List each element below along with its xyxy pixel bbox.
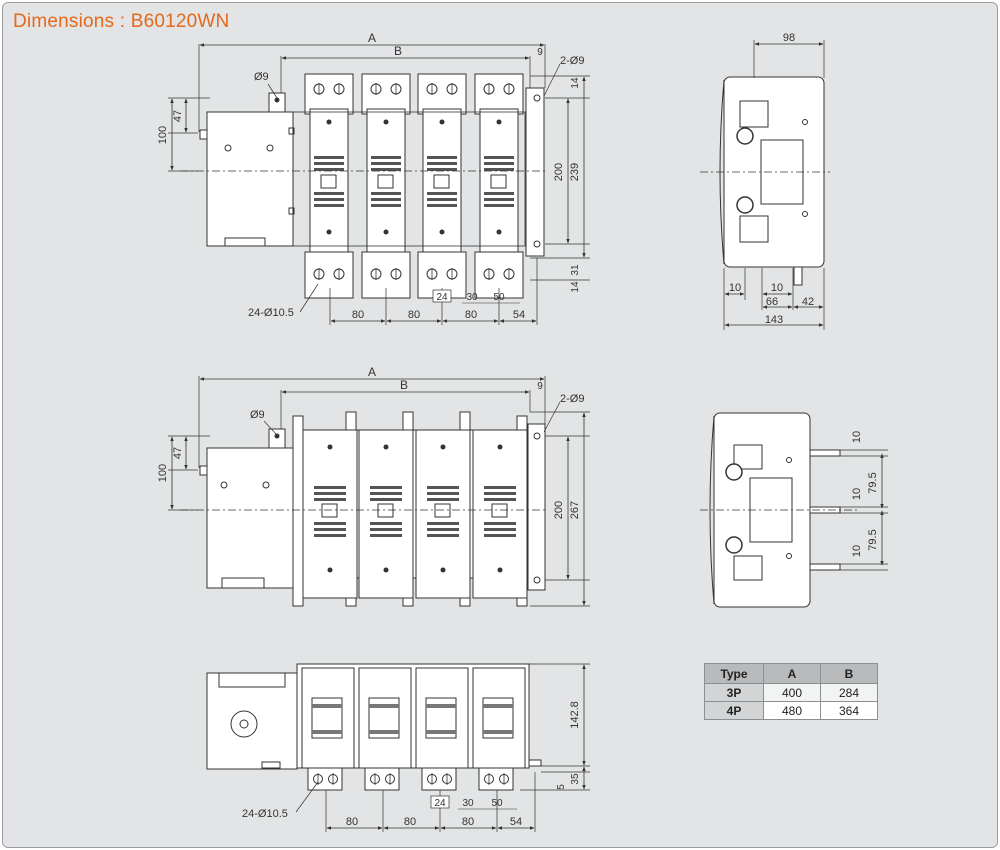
hole-note: 2-Ø9 [560,55,584,67]
header-type: Type [704,663,764,684]
table-row: 4P 480 364 [704,701,878,720]
front-dim-b: B [400,378,408,392]
dim-5: 5 [556,784,567,790]
table-row: 3P 400 284 [704,683,878,702]
terminal-note: 24-Ø10.5 [248,307,294,319]
pitch-2: 80 [408,309,420,321]
dim-b-label: B [394,44,402,58]
bottom-pole-3 [415,667,469,791]
front-dim-100: 100 [157,464,169,482]
dim-98: 98 [783,32,795,44]
pitch-3: 80 [465,309,477,321]
cell-a: 480 [763,701,821,720]
front-hole-note: 2-Ø9 [560,393,584,405]
dim-143: 143 [765,314,783,326]
dim-10a: 10 [729,282,741,294]
cell-type: 3P [704,683,764,702]
front-hole-single: Ø9 [250,409,265,421]
handle-shaft [199,129,208,140]
mid-dim-10c: 10 [851,545,863,557]
dim-66: 66 [766,296,778,308]
pitch-end: 54 [513,309,525,321]
bottom-terminal-note: 24-Ø10.5 [242,808,288,820]
bottom-pole-2 [358,667,412,791]
pole-2 [361,73,411,299]
front-pole-4 [472,429,528,599]
mounting-bracket [525,87,545,257]
pole-4 [474,73,524,299]
operator-housing-front [206,447,294,589]
header-a: A [763,663,821,684]
top-view: A B 9 2-Ø9 Ø9 100 47 200 239 14 31 14 24… [157,31,590,325]
front-pole-3 [415,429,471,599]
pole-3 [417,73,467,299]
front-pole-2 [358,429,414,599]
front-dim-47: 47 [172,447,184,459]
front-view: A B 9 2-Ø9 Ø9 100 47 200 267 [157,365,590,607]
dim-a-label: A [368,31,376,45]
table-header-row: Type A B [704,663,878,684]
cell-b: 284 [820,683,878,702]
front-dim-9: 9 [537,381,543,392]
header-b: B [820,663,878,684]
dim-24: 24 [436,292,448,303]
side-view-top: 98 10 10 66 42 143 [700,32,830,330]
dim-10b: 10 [771,282,783,294]
front-dim-a: A [368,365,376,379]
dim-30: 30 [466,292,478,303]
dim-142-8: 142.8 [569,701,581,729]
cell-b: 364 [820,701,878,720]
bottom-pitch-2: 80 [404,816,416,828]
hole-single: Ø9 [254,71,269,83]
pole-1 [304,73,354,299]
bottom-dim-24: 24 [434,798,446,809]
mid-dim-10a: 10 [851,431,863,443]
front-dim-200: 200 [553,501,565,519]
bottom-dim-50: 50 [491,798,503,809]
dim-239: 239 [569,163,581,181]
dim-50: 50 [493,292,505,303]
dim-9: 9 [537,47,543,58]
dim-42: 42 [802,296,814,308]
bottom-pole-1 [301,667,355,791]
dim-14-bot: 14 [570,281,581,293]
bottom-dim-30: 30 [462,798,474,809]
side-view-mid: 10 79.5 10 79.5 10 [700,412,888,608]
bottom-view: 142.8 35 5 24-Ø10.5 80 80 80 54 24 30 50 [206,663,590,832]
bottom-pitch-1: 80 [346,816,358,828]
dim-200: 200 [553,163,565,181]
mid-dim-79b: 79.5 [867,529,879,550]
mid-dim-10b: 10 [851,488,863,500]
front-dim-267: 267 [569,501,581,519]
dim-47: 47 [172,110,184,122]
dim-14-top: 14 [570,77,581,89]
cell-type: 4P [704,701,764,720]
mid-dim-79a: 79.5 [867,472,879,493]
dim-100: 100 [157,126,169,144]
operator-housing [206,111,294,247]
dim-31: 31 [570,264,581,276]
cell-a: 400 [763,683,821,702]
type-dimension-table: Type A B 3P 400 284 4P 480 364 [704,663,878,720]
pitch-1: 80 [352,309,364,321]
page-title: Dimensions : B60120WN [13,11,230,32]
bottom-pole-4 [472,667,526,791]
bottom-pitch-3: 80 [462,816,474,828]
dim-35: 35 [570,773,581,785]
front-pole-1 [302,429,358,599]
bottom-pitch-end: 54 [510,816,522,828]
